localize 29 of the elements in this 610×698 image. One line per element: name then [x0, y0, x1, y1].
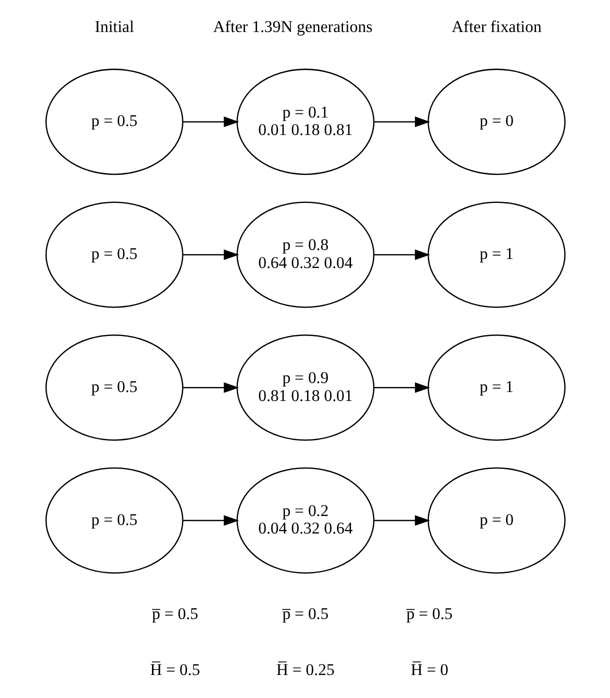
arrow	[182, 515, 239, 526]
node-ellipse: p = 0	[427, 467, 566, 574]
node-ellipse: p = 0.5	[44, 68, 183, 175]
node-ellipse: p = 0	[427, 68, 566, 175]
arrow	[374, 382, 430, 393]
node-ellipse: p = 0.5	[44, 202, 183, 308]
label: Initial	[94, 16, 134, 36]
arrow	[374, 249, 430, 260]
label: p̅ = 0.5	[406, 604, 452, 624]
label: H̅ = 0.25	[276, 660, 334, 679]
label: After fixation	[451, 16, 542, 36]
node-ellipse: p = 0.9 0.81 0.18 0.01	[236, 334, 374, 441]
label: H̅ = 0.5	[150, 660, 200, 679]
label: p̅ = 0.5	[282, 604, 328, 624]
node-ellipse: p = 0.1 0.01 0.18 0.81	[236, 68, 374, 175]
arrow	[182, 382, 239, 393]
node-ellipse: p = 0.8 0.64 0.32 0.04	[236, 202, 374, 308]
node-ellipse: p = 0.5	[44, 334, 183, 441]
node-ellipse: p = 1	[427, 202, 566, 308]
arrow	[182, 116, 239, 128]
label: After 1.39N generations	[212, 16, 372, 36]
arrow	[182, 249, 239, 260]
node-ellipse: p = 0.2 0.04 0.32 0.64	[236, 467, 374, 574]
label: H̅ = 0	[410, 660, 448, 679]
arrow	[374, 116, 430, 128]
label: p̅ = 0.5	[152, 604, 198, 624]
node-ellipse: p = 0.5	[44, 467, 183, 574]
node-ellipse: p = 1	[427, 334, 566, 441]
arrow	[374, 515, 430, 526]
